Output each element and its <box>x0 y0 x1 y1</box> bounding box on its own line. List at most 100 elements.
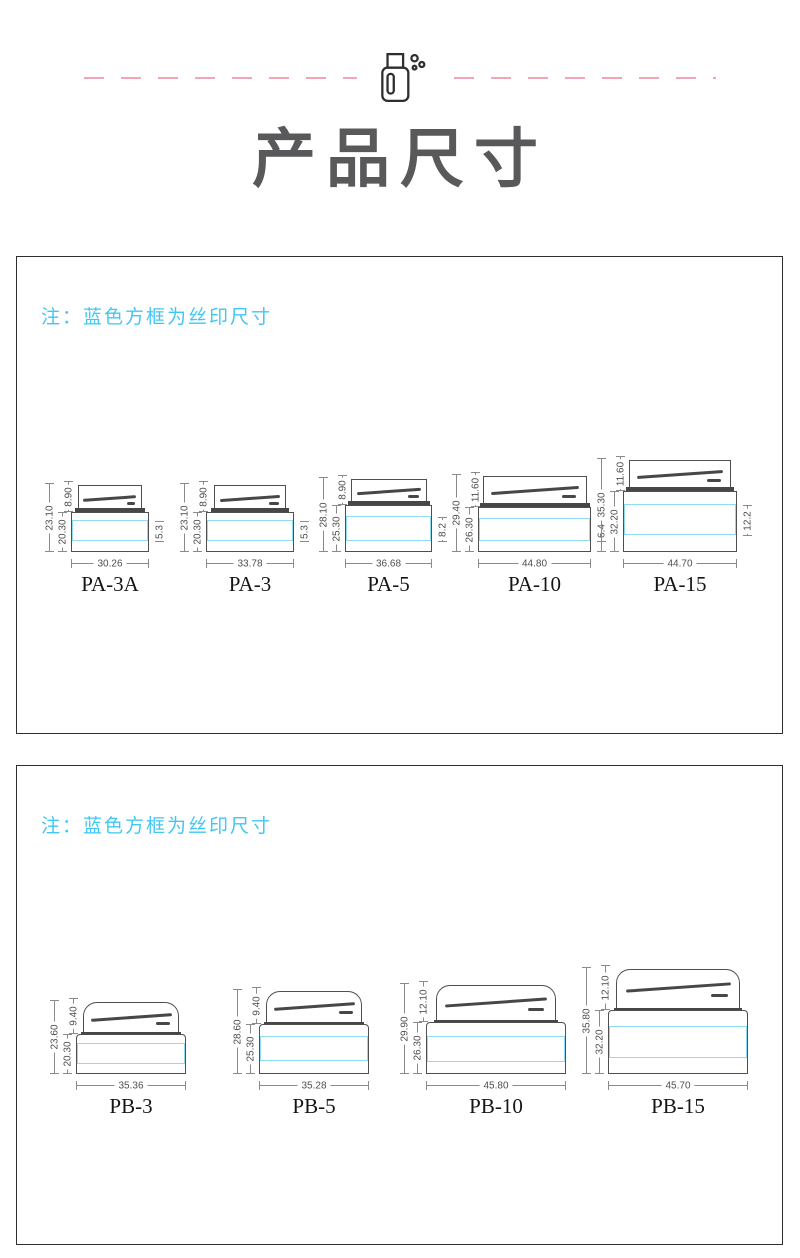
cap-disc <box>625 982 731 994</box>
dim-cap-height: 11.60 <box>470 472 481 507</box>
dim-cap-height: 8.90 <box>337 475 348 505</box>
jar-body <box>76 1034 186 1074</box>
jar-drawing-pa-5: 28.10 25.30 8.90 8.2 36.68 PA-5 <box>315 471 466 597</box>
dim-width: 45.80 <box>426 1080 566 1091</box>
dim-body-height: 26.30 <box>412 1022 423 1074</box>
jar-cap <box>264 991 364 1024</box>
silkprint-area <box>609 1026 747 1058</box>
jar-name-label: PA-3A <box>81 572 139 596</box>
panel-pa-series: 注：蓝色方框为丝印尺寸 23.10 20.30 8.90 5.3 30.26 P… <box>16 256 783 734</box>
dim-cap-height: 12.10 <box>418 981 429 1022</box>
jar-name-label: PA-15 <box>653 572 707 596</box>
silkprint-area <box>624 504 736 535</box>
dim-width: 44.80 <box>478 558 591 569</box>
dim-overall-height: 28.60 <box>232 989 243 1074</box>
cap-disc <box>273 1002 355 1011</box>
cap-disc <box>490 486 579 496</box>
dim-overall-height: 23.60 <box>49 1000 60 1074</box>
jar-body <box>206 512 294 552</box>
dim-cap-height: 9.40 <box>251 987 262 1024</box>
jar-drawing-pa-10: 29.40 26.30 11.60 6.4 44.80 PA-10 <box>448 468 625 597</box>
dim-body-height: 20.30 <box>62 1034 73 1074</box>
silkprint-area <box>427 1036 565 1062</box>
page-title: 产品尺寸 <box>252 123 548 195</box>
jar-body <box>623 491 737 552</box>
dim-body-height: 20.30 <box>57 512 68 552</box>
jar-cap <box>626 460 734 491</box>
jar-body <box>608 1010 748 1074</box>
dim-overall-height: 29.40 <box>451 474 462 552</box>
jar-body <box>259 1024 369 1074</box>
cap-nub <box>156 1021 170 1025</box>
cap-nub <box>562 494 577 498</box>
dim-body-height: 32.20 <box>594 1010 605 1074</box>
cap-disc <box>83 494 137 502</box>
dim-overall-height: 29.90 <box>399 983 410 1074</box>
cap-nub <box>408 494 419 498</box>
dim-body-height: 32.20 <box>609 491 620 552</box>
cap-nub <box>527 1007 545 1011</box>
dim-cap-height: 8.90 <box>198 481 209 512</box>
dim-overall-height: 23.10 <box>179 483 190 552</box>
jar-cap <box>434 985 558 1022</box>
jar-name-label: PA-3 <box>228 572 272 596</box>
dim-width: 35.36 <box>76 1080 186 1091</box>
jar-name-label: PB-3 <box>109 1094 153 1118</box>
jar-body <box>345 505 432 552</box>
cap-disc <box>90 1012 172 1022</box>
bottle-icon <box>357 46 443 110</box>
dim-print-height: 8.2 <box>437 517 448 542</box>
dim-width: 36.68 <box>345 558 432 569</box>
jar-drawing-pa-3: 23.10 20.30 8.90 5.3 33.78 PA-3 <box>176 477 328 597</box>
cap-nub <box>339 1011 353 1015</box>
jar-drawing-pb-15: 35.80 32.20 12.10 45.70 PB-15 <box>578 961 782 1119</box>
dim-body-height: 25.30 <box>245 1024 256 1074</box>
jar-cap <box>81 1002 181 1034</box>
silkprint-note: 注：蓝色方框为丝印尺寸 <box>41 816 273 837</box>
jar-cap <box>211 485 289 512</box>
dim-overall-height: 35.30 <box>596 458 607 552</box>
dim-body-height: 20.30 <box>192 512 203 552</box>
cap-nub <box>707 478 721 482</box>
dim-print-height: 5.3 <box>154 521 165 542</box>
jar-drawing-pa-15: 35.30 32.20 11.60 12.2 44.70 PA-15 <box>593 452 771 597</box>
jar-cap <box>347 479 430 505</box>
jar-drawing-pb-3: 23.60 20.30 9.40 35.36 PB-3 <box>46 994 220 1119</box>
dim-body-height: 26.30 <box>464 507 475 552</box>
silkprint-area <box>207 520 293 541</box>
cap-nub <box>268 501 279 505</box>
dim-width: 44.70 <box>623 558 737 569</box>
dim-print-height: 12.2 <box>742 505 753 536</box>
silkprint-area <box>72 520 148 541</box>
silkprint-note: 注：蓝色方框为丝印尺寸 <box>41 307 273 328</box>
cap-nub <box>126 501 136 505</box>
jar-drawing-pa-3a: 23.10 20.30 8.90 5.3 30.26 PA-3A <box>41 477 183 597</box>
jar-name-label: PB-5 <box>292 1094 336 1118</box>
jar-cap <box>614 969 742 1010</box>
silkprint-area <box>346 516 431 541</box>
jar-name-label: PA-10 <box>508 572 561 596</box>
dim-cap-height: 11.60 <box>615 456 626 491</box>
dim-cap-height: 9.40 <box>68 998 79 1034</box>
silkprint-area <box>260 1036 368 1061</box>
jar-body <box>478 507 591 552</box>
cap-disc <box>219 494 281 502</box>
dim-body-height: 25.30 <box>331 505 342 552</box>
dim-overall-height: 35.80 <box>581 967 592 1074</box>
cap-nub <box>710 994 729 998</box>
silkprint-area <box>479 518 590 541</box>
jar-cap <box>75 485 145 512</box>
jar-drawing-pb-10: 29.90 26.30 12.10 45.80 PB-10 <box>396 977 600 1119</box>
cap-disc <box>445 997 547 1008</box>
dim-cap-height: 12.10 <box>600 965 611 1010</box>
jar-cap <box>479 476 590 507</box>
dim-overall-height: 23.10 <box>44 483 55 552</box>
silkprint-area <box>77 1043 185 1064</box>
dim-width: 45.70 <box>608 1080 748 1091</box>
dim-cap-height: 8.90 <box>63 481 74 512</box>
dim-width: 33.78 <box>206 558 294 569</box>
dim-print-height: 5.3 <box>299 521 310 542</box>
panel-pb-series: 注：蓝色方框为丝印尺寸 23.60 20.30 9.40 35.36 PB-3 … <box>16 765 783 1245</box>
jar-name-label: PB-10 <box>469 1094 523 1118</box>
